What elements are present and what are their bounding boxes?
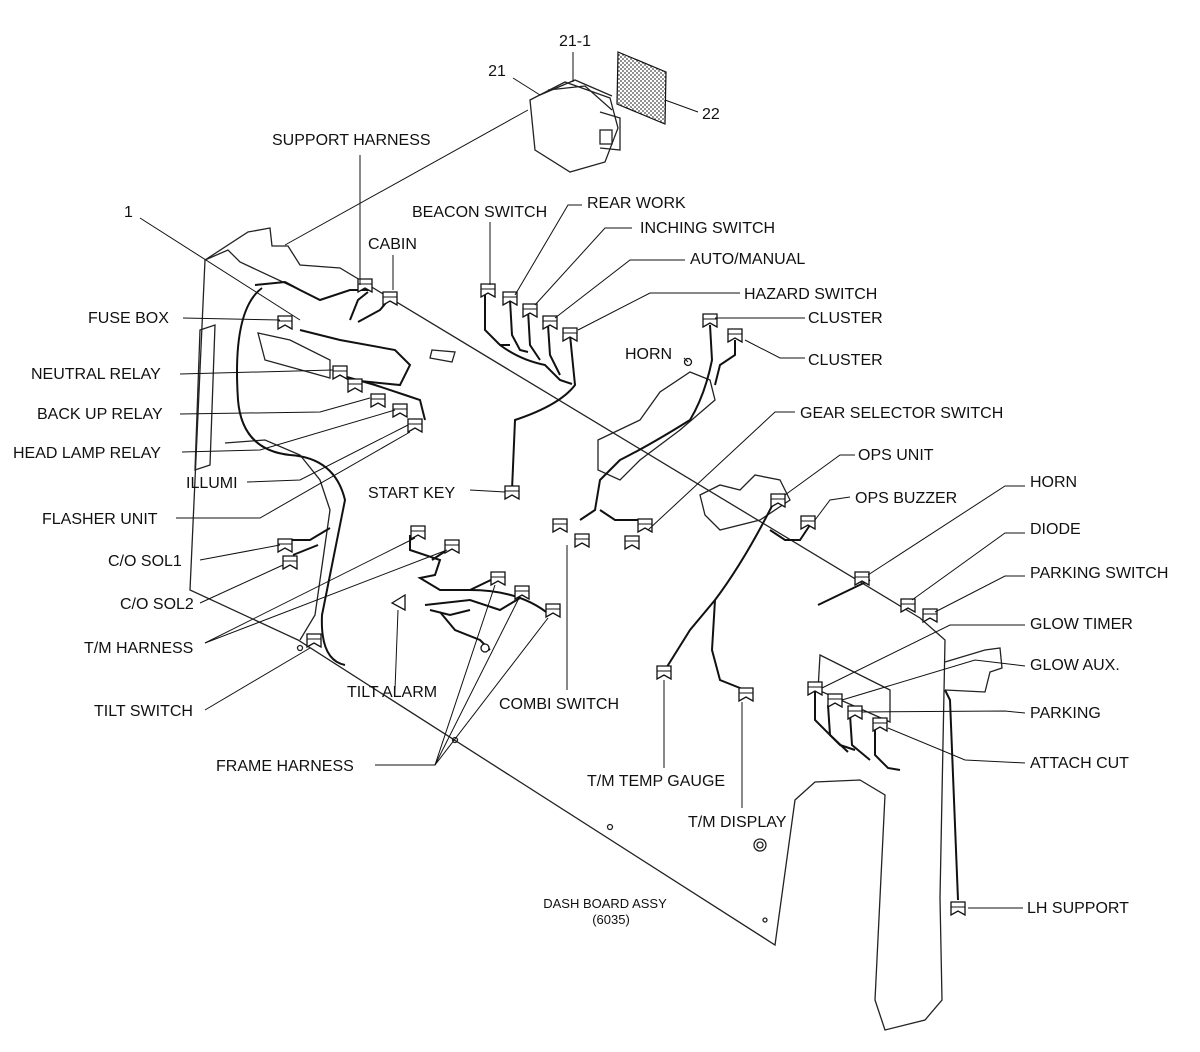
connectors [277, 278, 966, 916]
label-horn-top: HORN [625, 346, 672, 363]
connector-gear-selector-a [624, 535, 640, 550]
connector-tilt-alarm [390, 593, 406, 612]
label-illumi: ILLUMI [186, 475, 238, 492]
connector-frame-harness-c [545, 603, 561, 618]
label-start-key: START KEY [368, 485, 455, 502]
label-ops-buzzer: OPS BUZZER [855, 490, 957, 507]
label-tm-harness: T/M HARNESS [84, 640, 193, 657]
connector-tm-temp-gauge [656, 665, 672, 680]
label-dash-board-assy: DASH BOARD ASSY [543, 896, 667, 911]
label-auto-manual: AUTO/MANUAL [690, 251, 805, 268]
label-cluster-1: CLUSTER [808, 310, 883, 327]
dash-board-panel [189, 227, 1003, 1031]
connector-frame-harness-a [490, 571, 506, 586]
harness-wires [236, 280, 959, 901]
connector-co-sol2 [282, 555, 298, 570]
label-diode: DIODE [1030, 521, 1081, 538]
label-dash-board-code: (6035) [592, 912, 630, 927]
connector-tm-harness-b [444, 539, 460, 554]
label-parking-switch: PARKING SWITCH [1030, 565, 1168, 582]
connector-attach-cut [872, 717, 888, 732]
label-22: 22 [702, 106, 720, 123]
label-attach-cut: ATTACH CUT [1030, 755, 1129, 772]
connector-illumi [392, 403, 408, 418]
label-lh-support: LH SUPPORT [1027, 900, 1129, 917]
label-cabin: CABIN [368, 236, 417, 253]
connector-tilt-switch [306, 633, 322, 648]
label-tilt-switch: TILT SWITCH [94, 703, 193, 720]
label-inching-switch: INCHING SWITCH [640, 220, 775, 237]
connector-tm-display [738, 687, 754, 702]
label-tm-temp-gauge: T/M TEMP GAUGE [587, 773, 725, 790]
text-labels: 21-1 21 22 1 SUPPORT HARNESS CABIN BEACO… [13, 33, 1168, 927]
label-glow-aux: GLOW AUX. [1030, 657, 1120, 674]
label-rear-work: REAR WORK [587, 195, 686, 212]
label-beacon-switch: BEACON SWITCH [412, 204, 547, 221]
label-co-sol1: C/O SOL1 [108, 553, 182, 570]
label-co-sol2: C/O SOL2 [120, 596, 194, 613]
connector-frame-harness-b [514, 585, 530, 600]
connector-back-up-relay [370, 393, 386, 408]
label-hazard-switch: HAZARD SWITCH [744, 286, 877, 303]
label-flasher-unit: FLASHER UNIT [42, 511, 158, 528]
label-parking: PARKING [1030, 705, 1101, 722]
label-tilt-alarm: TILT ALARM [347, 684, 437, 701]
label-glow-timer: GLOW TIMER [1030, 616, 1133, 633]
connector-lh-support [950, 901, 966, 916]
label-21-1: 21-1 [559, 33, 591, 50]
connector-start-key [504, 485, 520, 500]
connector-inching-switch [522, 303, 538, 318]
part-22-component [616, 51, 667, 125]
label-gear-selector-switch: GEAR SELECTOR SWITCH [800, 405, 1003, 422]
connector-frame-end [480, 643, 490, 653]
label-1: 1 [124, 204, 133, 221]
label-back-up-relay: BACK UP RELAY [37, 406, 163, 423]
connector-cabin [382, 291, 398, 306]
connector-fuse-box [277, 315, 293, 330]
connector-tm-harness-a [410, 525, 426, 540]
label-ops-unit: OPS UNIT [858, 447, 934, 464]
connector-parking-switch [922, 608, 938, 623]
connector-neutral-relay [332, 365, 348, 380]
connector-glow-aux [827, 693, 843, 708]
connector-ops-unit [770, 493, 786, 508]
label-frame-harness: FRAME HARNESS [216, 758, 354, 775]
connector-gear-selector-b [637, 518, 653, 533]
label-neutral-relay: NEUTRAL RELAY [31, 366, 161, 383]
label-fuse-box: FUSE BOX [88, 310, 169, 327]
connector-co-sol1 [277, 538, 293, 553]
connector-combi-b [574, 533, 590, 548]
connector-auto-manual [542, 315, 558, 330]
label-21: 21 [488, 63, 506, 80]
label-horn-right: HORN [1030, 474, 1077, 491]
connector-relay-a [347, 378, 363, 393]
leader-lines [139, 52, 1026, 909]
connector-parking [847, 705, 863, 720]
label-combi-switch: COMBI SWITCH [499, 696, 619, 713]
label-cluster-2: CLUSTER [808, 352, 883, 369]
part-21-component [529, 79, 621, 173]
label-tm-display: T/M DISPLAY [688, 814, 787, 831]
label-head-lamp-relay: HEAD LAMP RELAY [13, 445, 161, 462]
connector-combi-a [552, 518, 568, 533]
connector-beacon-switch [480, 283, 496, 298]
connector-head-lamp-relay [407, 418, 423, 433]
label-support-harness: SUPPORT HARNESS [272, 132, 431, 149]
